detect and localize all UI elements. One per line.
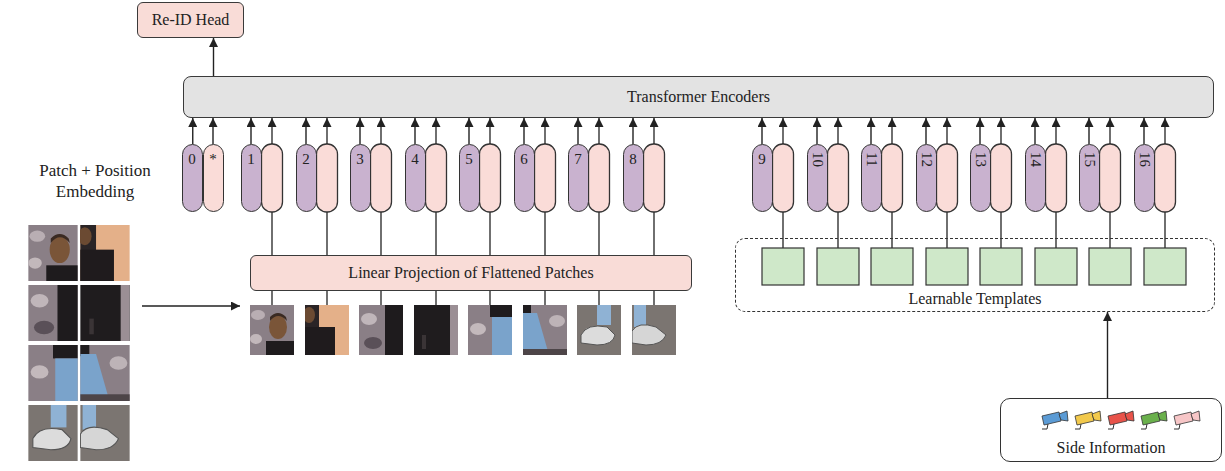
token-index: 15	[1081, 152, 1098, 167]
connector-arrow	[1034, 118, 1035, 144]
connector-arrow	[979, 118, 980, 144]
connector-arrow	[925, 118, 926, 144]
connector-arrow	[250, 118, 251, 144]
connector-arrow	[305, 118, 306, 144]
position-token: 2	[296, 144, 317, 212]
token-index: 5	[465, 151, 473, 168]
node-label: Linear Projection of Flattened Patches	[348, 264, 593, 282]
connector-arrow	[1143, 118, 1144, 144]
connector-arrow	[577, 118, 578, 144]
token-index: 9	[758, 151, 766, 168]
side-info-box: Side Information	[1000, 398, 1222, 462]
position-token: 10	[807, 144, 828, 212]
token-index: 14	[1027, 152, 1044, 167]
position-token: 6	[514, 144, 535, 212]
connector-arrow	[1088, 118, 1089, 144]
token-index: 4	[411, 151, 419, 168]
image-patches	[250, 305, 676, 355]
token-index: 12	[918, 152, 935, 167]
token-index: 2	[302, 151, 310, 168]
connector-arrow	[1107, 312, 1108, 398]
person-image	[28, 225, 129, 461]
projection-box: Linear Projection of Flattened Patches	[250, 255, 692, 291]
position-token: 3	[350, 144, 371, 212]
position-token: 14	[1025, 144, 1046, 212]
token-index: 11	[862, 152, 879, 166]
camera-icons	[1042, 411, 1200, 429]
position-token: 7	[568, 144, 589, 212]
template-group: Learnable Templates	[735, 238, 1215, 312]
embedding-label: Patch + Position Embedding	[20, 160, 170, 203]
connector-arrow	[816, 118, 817, 144]
position-token: 1	[241, 144, 262, 212]
position-token: 9	[752, 144, 773, 212]
projection-links	[272, 212, 654, 255]
token-index: 6	[520, 151, 528, 168]
position-token: 13	[970, 144, 991, 212]
position-token: 12	[916, 144, 937, 212]
token-index: *	[209, 151, 217, 168]
position-token: 16	[1134, 144, 1155, 212]
position-token: 0	[182, 144, 203, 212]
connector-arrow	[213, 38, 214, 76]
connector-arrow	[414, 118, 415, 144]
token-index: 13	[972, 152, 989, 167]
node-label: Learnable Templates	[908, 290, 1041, 308]
node-label: Transformer Encoders	[627, 88, 770, 106]
connector-arrow	[870, 118, 871, 144]
embedding-arrows	[272, 118, 1165, 144]
class-token: *	[203, 144, 224, 212]
node-label: Side Information	[1057, 439, 1166, 457]
connector-arrow	[359, 118, 360, 144]
side-label: Patch + Position Embedding	[20, 160, 170, 203]
connector-arrow	[632, 118, 633, 144]
split-arrow	[142, 305, 240, 306]
template-links	[783, 212, 1165, 248]
token-index: 0	[188, 151, 196, 168]
position-token: 5	[459, 144, 480, 212]
encoder-block: Transformer Encoders	[183, 76, 1214, 118]
connector-arrow	[212, 118, 213, 144]
position-token: 11	[861, 144, 882, 212]
position-token: 8	[623, 144, 644, 212]
template-squares	[762, 248, 1186, 285]
token-index: 8	[629, 151, 637, 168]
position-token: 4	[405, 144, 426, 212]
connector-arrow	[761, 118, 762, 144]
token-index: 7	[574, 151, 582, 168]
token-index: 10	[809, 152, 826, 167]
token-index: 16	[1136, 152, 1153, 167]
token-index: 3	[356, 151, 364, 168]
position-token: 15	[1079, 144, 1100, 212]
node-label: Re-ID Head	[152, 11, 230, 29]
patch-links	[272, 291, 654, 305]
connector-arrow	[523, 118, 524, 144]
patch-embedding	[262, 144, 1176, 212]
connector-arrow	[192, 118, 193, 144]
connector-arrow	[468, 118, 469, 144]
output-head: Re-ID Head	[137, 2, 244, 38]
token-index: 1	[247, 151, 255, 168]
